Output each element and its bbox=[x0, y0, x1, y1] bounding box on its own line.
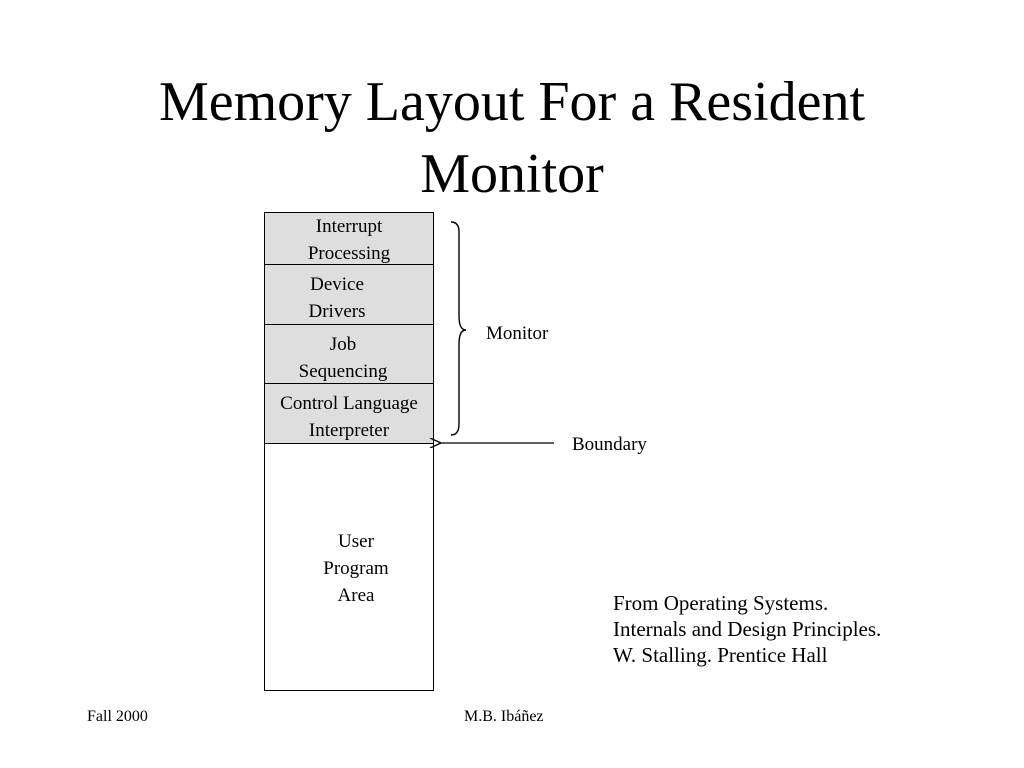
memory-block-label: Job Sequencing bbox=[298, 334, 388, 382]
slide-title: Memory Layout For a Resident Monitor bbox=[158, 71, 866, 205]
memory-block-label: Device Drivers bbox=[308, 274, 366, 322]
monitor-curly-brace bbox=[450, 221, 467, 436]
memory-block-user-program-area: User Program Area bbox=[264, 443, 434, 691]
memory-block-device-drivers: Device Drivers bbox=[264, 264, 434, 325]
memory-block-job-sequencing: Job Sequencing bbox=[264, 324, 434, 384]
memory-block-label: User Program Area bbox=[323, 531, 389, 606]
memory-block-label: Interrupt Processing bbox=[307, 216, 391, 264]
boundary-label: Boundary bbox=[572, 434, 647, 455]
memory-block-label: Control Language Interpreter bbox=[280, 393, 418, 441]
source-citation: From Operating Systems. Internals and De… bbox=[613, 591, 882, 667]
footer-date: Fall 2000 bbox=[87, 708, 148, 725]
footer-author: M.B. Ibáñez bbox=[464, 708, 544, 725]
monitor-label: Monitor bbox=[486, 323, 549, 344]
